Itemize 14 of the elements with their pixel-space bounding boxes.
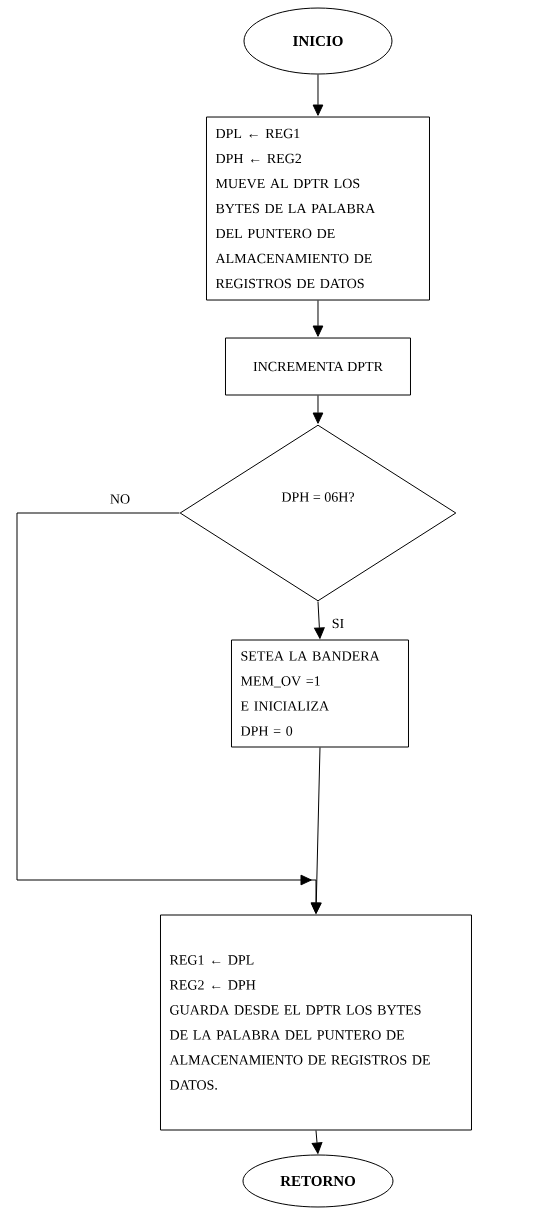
arrow (311, 1130, 323, 1154)
terminal-oval: RETORNO (242, 1154, 394, 1208)
edge-label: NO (108, 493, 132, 505)
process-box: REG1 ← DPL REG2 ← DPH GUARDA DESDE EL DPTR LOS BYTES DE LA PALABRA DEL PUNTERO DE ALMACENAMIENTO DE REGISTROS DE DATOS. (160, 914, 472, 1131)
edge-label: SI (330, 617, 346, 630)
process-box: INCREMENTA DPTR (225, 337, 411, 396)
process-box: SETEA LA BANDERA MEM_OV =1 E INICIALIZA DPH = 0 (231, 639, 409, 748)
arrow (312, 395, 324, 424)
arrow (312, 74, 324, 116)
process-box: DPL ← REG1 DPH ← REG2 MUEVE AL DPTR LOS BYTES DE LA PALABRA DEL PUNTERO DE ALMACENAMIENTO DE REGISTROS DE DATOS (206, 116, 430, 301)
arrow (314, 601, 325, 639)
terminal-oval: INICIO (243, 7, 393, 75)
arrow (16, 512, 322, 914)
arrow (312, 300, 324, 337)
